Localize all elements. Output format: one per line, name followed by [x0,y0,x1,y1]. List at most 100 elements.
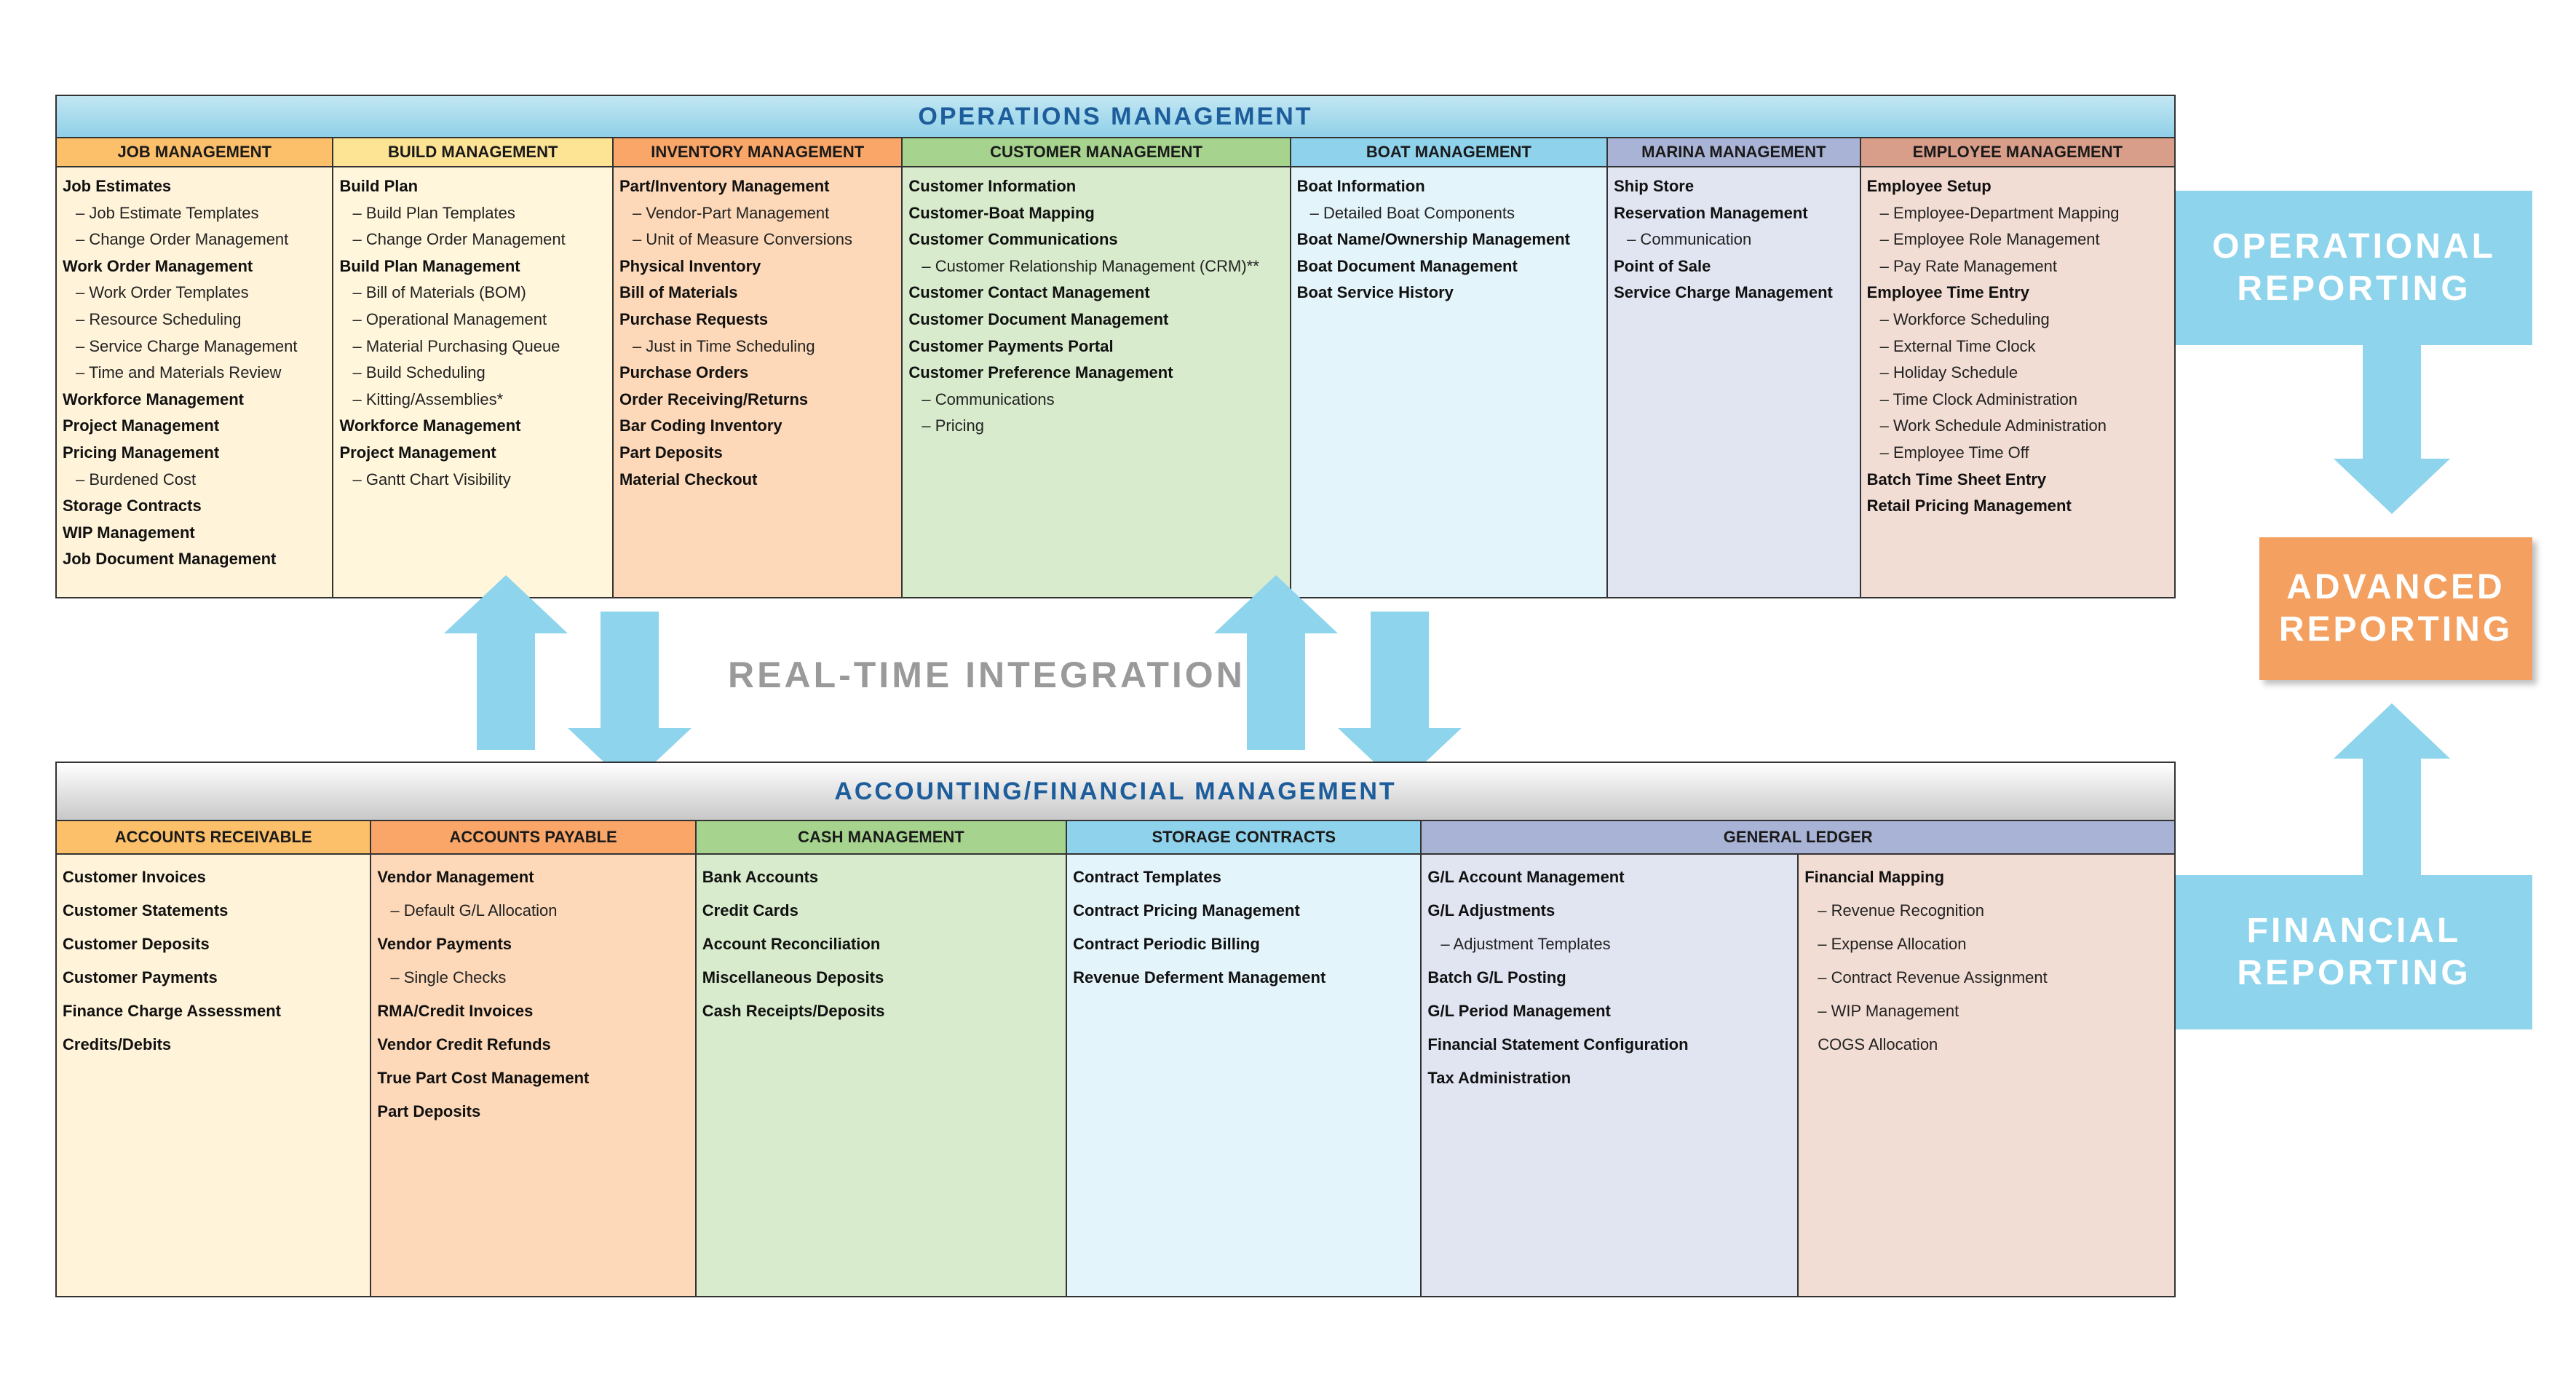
list-item: COGS Allocation [1818,1035,1938,1053]
column-header: ACCOUNTS RECEIVABLE [57,821,370,855]
up-arrow-icon [2334,703,2450,875]
operations-management-title: OPERATIONS MANAGEMENT [918,102,1313,130]
list-item: – Revenue Recognition [1818,901,1984,920]
list-item: Vendor Payments [377,935,512,953]
operational-reporting-block: OPERATIONAL REPORTING [2176,191,2532,345]
list-item: Order Receiving/Returns [619,390,809,408]
list-item: – Contract Revenue Assignment [1818,968,2048,986]
list-item: – Single Checks [390,968,507,986]
list-item: – Customer Relationship Management (CRM)… [922,256,1259,275]
list-item: Financial Mapping [1804,868,1945,886]
financial-reporting-block: FINANCIAL REPORTING [2176,875,2532,1029]
operational-reporting-line1: OPERATIONAL [2212,227,2496,266]
list-item: – Kitting/Assemblies* [352,390,504,408]
list-item: Bar Coding Inventory [619,416,782,435]
column-header: BOAT MANAGEMENT [1291,138,1607,167]
list-item: Material Checkout [619,470,758,489]
list-item: – Adjustment Templates [1440,935,1611,953]
list-item: Customer Deposits [63,935,210,953]
list-item: – External Time Clock [1879,336,2036,355]
accounting-management-title: ACCOUNTING/FINANCIAL MANAGEMENT [834,777,1397,805]
list-item: Work Order Management [63,256,253,275]
down-arrow-icon [1338,612,1462,786]
list-item: – Employee-Department Mapping [1879,203,2120,222]
list-item: Point of Sale [1614,256,1711,275]
list-item: Bank Accounts [702,868,819,886]
list-item: RMA/Credit Invoices [377,1002,534,1020]
list-item: Purchase Orders [619,363,749,382]
list-item: Contract Templates [1073,868,1221,886]
list-item: WIP Management [63,523,195,542]
list-item: – Employee Time Off [1879,443,2029,462]
list-item: Customer Preference Management [908,363,1173,382]
list-item: Vendor Credit Refunds [377,1035,551,1053]
list-item: Project Management [63,416,220,435]
list-item: – Communication [1627,230,1752,249]
column-body: Vendor Management– Default G/L Allocatio… [371,855,694,1296]
down-arrow-icon [568,612,691,786]
list-item: – Detailed Boat Components [1309,203,1515,222]
list-item: Reservation Management [1614,203,1808,222]
advanced-reporting-line1: ADVANCED [2286,568,2505,606]
financial-reporting-line1: FINANCIAL [2246,912,2462,950]
list-item: Customer Statements [63,901,229,920]
list-item: – Build Plan Templates [352,203,515,222]
list-item: Ship Store [1614,177,1695,195]
column-header: EMPLOYEE MANAGEMENT [1860,138,2174,167]
list-item: Workforce Management [63,390,244,408]
column-body: Job Estimates– Job Estimate Templates– C… [57,167,332,597]
list-item: – Time Clock Administration [1879,390,2078,408]
list-item: Contract Periodic Billing [1073,935,1260,953]
column-header: ACCOUNTS PAYABLE [371,821,695,855]
column-body: Part/Inventory Management – Vendor-Part M… [614,167,901,597]
up-arrow-icon [444,575,568,750]
list-item: – Work Schedule Administration [1879,416,2107,435]
operations-management-banner: OPERATIONS MANAGEMENT [55,95,2176,138]
column-body: Build Plan– Build Plan Templates– Change… [333,167,611,597]
list-item: – Burdened Cost [76,470,197,489]
column-header: GENERAL LEDGER [1422,821,2174,855]
list-item: Credits/Debits [63,1035,172,1053]
column-header: CUSTOMER MANAGEMENT [903,138,1290,167]
list-item: Finance Charge Assessment [63,1002,281,1020]
list-item: Employee Time Entry [1866,283,2029,302]
list-item: Retail Pricing Management [1866,497,2072,515]
list-item: Cash Receipts/Deposits [702,1002,885,1020]
column-header: JOB MANAGEMENT [57,138,333,167]
list-item: Customer Information [908,177,1077,195]
accounting-management-banner: ACCOUNTING/FINANCIAL MANAGEMENT [55,762,2176,821]
list-item: – Change Order Management [352,230,566,249]
list-item: – Holiday Schedule [1879,363,2018,382]
list-item: Account Reconciliation [702,935,881,953]
list-item: Batch G/L Posting [1427,968,1566,986]
list-item: Employee Setup [1866,177,1992,195]
list-item: Pricing Management [63,443,220,462]
column-header: INVENTORY MANAGEMENT [613,138,902,167]
down-arrow-icon [2334,345,2450,514]
list-item: Customer Payments Portal [908,336,1114,355]
real-time-integration-label: REAL-TIME INTEGRATION [728,655,1245,695]
column-header: STORAGE CONTRACTS [1067,821,1421,855]
list-item: Job Estimates [63,177,172,195]
list-item: Project Management [339,443,496,462]
column-employee-management: EMPLOYEE MANAGEMENT Employee Setup – Emplo… [1860,138,2174,597]
list-item: Batch Time Sheet Entry [1866,470,2047,489]
list-item: Storage Contracts [63,497,202,515]
list-item: Part/Inventory Management [619,177,830,195]
up-arrow-icon [1214,575,1338,750]
advanced-reporting-line2: REPORTING [2278,610,2513,649]
list-item: Revenue Deferment Management [1073,968,1326,986]
list-item: – Vendor-Part Management [632,203,830,222]
list-item: G/L Adjustments [1427,901,1555,920]
list-item: Service Charge Management [1614,283,1833,302]
